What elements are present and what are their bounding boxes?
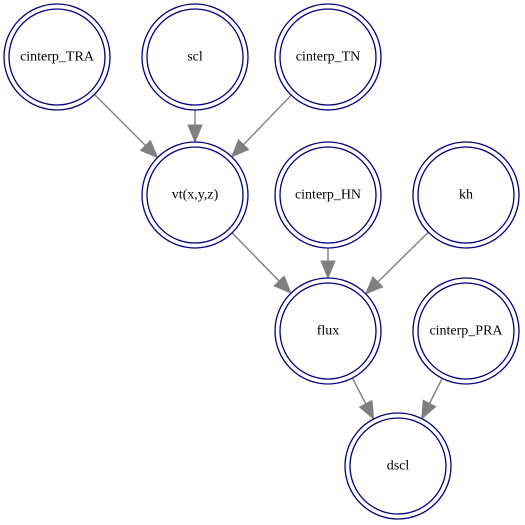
node-kh[interactable]: kh: [412, 141, 520, 249]
node-scl[interactable]: scl: [141, 3, 249, 111]
node-inner-ring: [279, 8, 377, 106]
node-label: cinterp_HN: [295, 188, 361, 203]
arrowhead-icon: [187, 124, 203, 144]
node-label: cinterp_PRA: [429, 324, 503, 339]
arrowhead-icon: [421, 399, 437, 420]
node-cinterp_HN[interactable]: cinterp_HN: [274, 141, 382, 249]
edge-line: [231, 232, 280, 282]
edge-flux-to-dscl: [351, 377, 375, 421]
edge-cinterp_PRA-to-dscl: [421, 377, 443, 420]
node-inner-ring: [349, 417, 447, 515]
edge-kh-to-flux: [364, 231, 429, 295]
edge-cinterp_TRA-to-vt: [94, 94, 159, 159]
node-outer-ring: [274, 277, 382, 385]
node-flux[interactable]: flux: [274, 277, 382, 385]
arrowhead-icon: [230, 138, 250, 158]
arrowhead-icon: [320, 260, 336, 280]
node-outer-ring: [412, 141, 520, 249]
nodes-layer: cinterp_TRA scl cinterp_TN vt(x,y,z) cinterp…: [3, 3, 520, 520]
edge-line: [94, 94, 146, 146]
node-inner-ring: [417, 282, 515, 380]
arrowhead-icon: [273, 275, 292, 295]
edge-line: [351, 377, 367, 405]
node-vt[interactable]: vt(x,y,z): [141, 141, 249, 249]
node-label: dscl: [387, 459, 410, 474]
node-inner-ring: [417, 146, 515, 244]
node-dscl[interactable]: dscl: [344, 412, 452, 520]
node-label: flux: [317, 324, 340, 339]
arrowhead-icon: [139, 139, 159, 159]
edge-line: [377, 231, 429, 283]
edge-cinterp_TN-to-vt: [230, 94, 292, 158]
node-label: cinterp_TN: [296, 50, 361, 65]
node-outer-ring: [344, 412, 452, 520]
node-inner-ring: [8, 8, 106, 106]
node-cinterp_PRA[interactable]: cinterp_PRA: [412, 277, 520, 385]
node-label: scl: [187, 50, 203, 65]
node-label: kh: [459, 188, 473, 203]
node-inner-ring: [279, 146, 377, 244]
node-label: cinterp_TRA: [20, 50, 95, 65]
edge-cinterp_HN-to-flux: [320, 248, 336, 280]
node-outer-ring: [412, 277, 520, 385]
node-inner-ring: [146, 8, 244, 106]
node-label: vt(x,y,z): [172, 188, 219, 203]
edges-layer: [94, 94, 443, 421]
node-cinterp_TN[interactable]: cinterp_TN: [274, 3, 382, 111]
node-outer-ring: [274, 3, 382, 111]
node-outer-ring: [274, 141, 382, 249]
node-cinterp_TRA[interactable]: cinterp_TRA: [3, 3, 111, 111]
arrowhead-icon: [364, 276, 384, 295]
edge-vt-to-flux: [231, 232, 292, 295]
arrowhead-icon: [358, 399, 375, 421]
node-inner-ring: [279, 282, 377, 380]
node-outer-ring: [141, 3, 249, 111]
node-inner-ring: [146, 146, 244, 244]
edge-line: [428, 377, 443, 404]
edge-line: [243, 94, 292, 146]
node-outer-ring: [3, 3, 111, 111]
node-outer-ring: [141, 141, 249, 249]
edge-scl-to-vt: [187, 110, 203, 144]
